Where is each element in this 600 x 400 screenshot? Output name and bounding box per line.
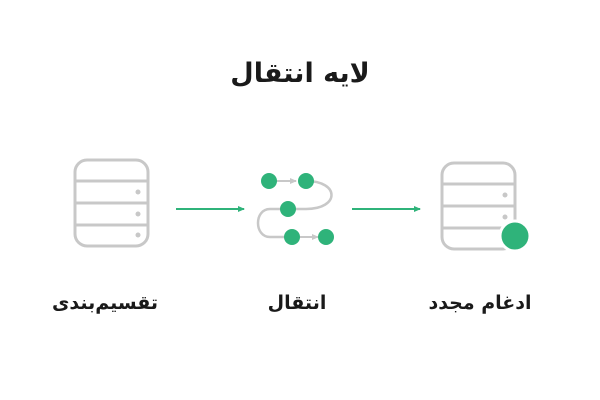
stage-label-reassembly: ادغام مجدد xyxy=(428,292,532,314)
packet-dot xyxy=(280,201,296,217)
diagram-title: لایه انتقال xyxy=(230,58,370,89)
packet-dot xyxy=(284,229,300,245)
database-with-dot-icon xyxy=(440,161,532,253)
packet-dot xyxy=(298,173,314,189)
stage-label-transfer: انتقال xyxy=(267,292,327,314)
status-dot xyxy=(498,219,532,253)
stage-label-segmentation: تقسیم‌بندی xyxy=(51,292,159,314)
packet-dot xyxy=(261,173,277,189)
database-icon xyxy=(73,158,150,248)
packet-dot xyxy=(318,229,334,245)
packet-flow-icon xyxy=(256,173,334,245)
